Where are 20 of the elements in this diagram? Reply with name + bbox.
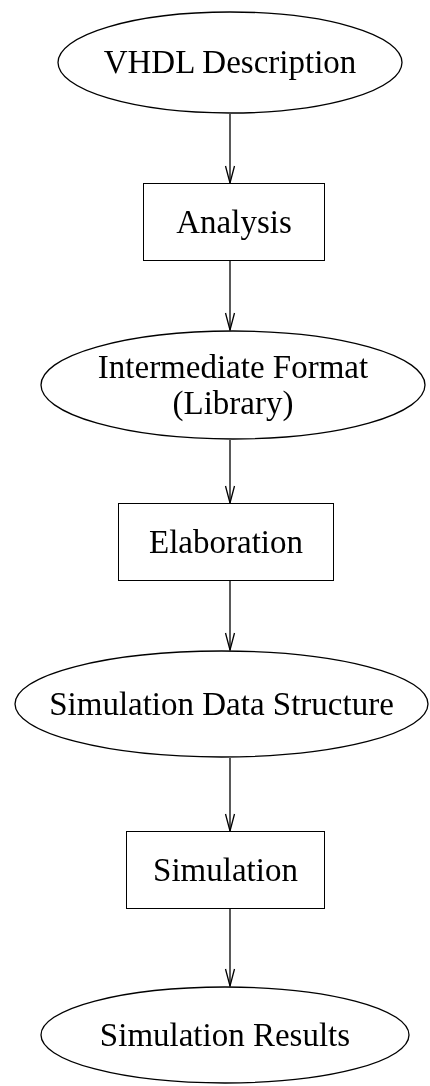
arrow [224,757,236,832]
process-box [118,503,334,581]
node-label: Elaboration [149,523,303,561]
node-label: VHDL Description [103,44,357,81]
node-label: Intermediate Format (Library) [96,348,370,422]
process-box [126,831,325,909]
process-box [143,183,325,261]
data-ellipse [40,986,410,1084]
arrow [224,908,236,987]
node-label: Simulation Results [99,1016,351,1054]
node-label: Simulation Data Structure [49,685,394,723]
arrow [224,113,236,184]
arrow [224,580,236,651]
arrow [224,439,236,504]
data-ellipse [40,330,426,440]
node-label: Simulation [153,851,298,889]
data-ellipse [57,11,403,114]
arrow [224,260,236,331]
data-ellipse [14,650,429,758]
node-label: Analysis [176,203,292,241]
